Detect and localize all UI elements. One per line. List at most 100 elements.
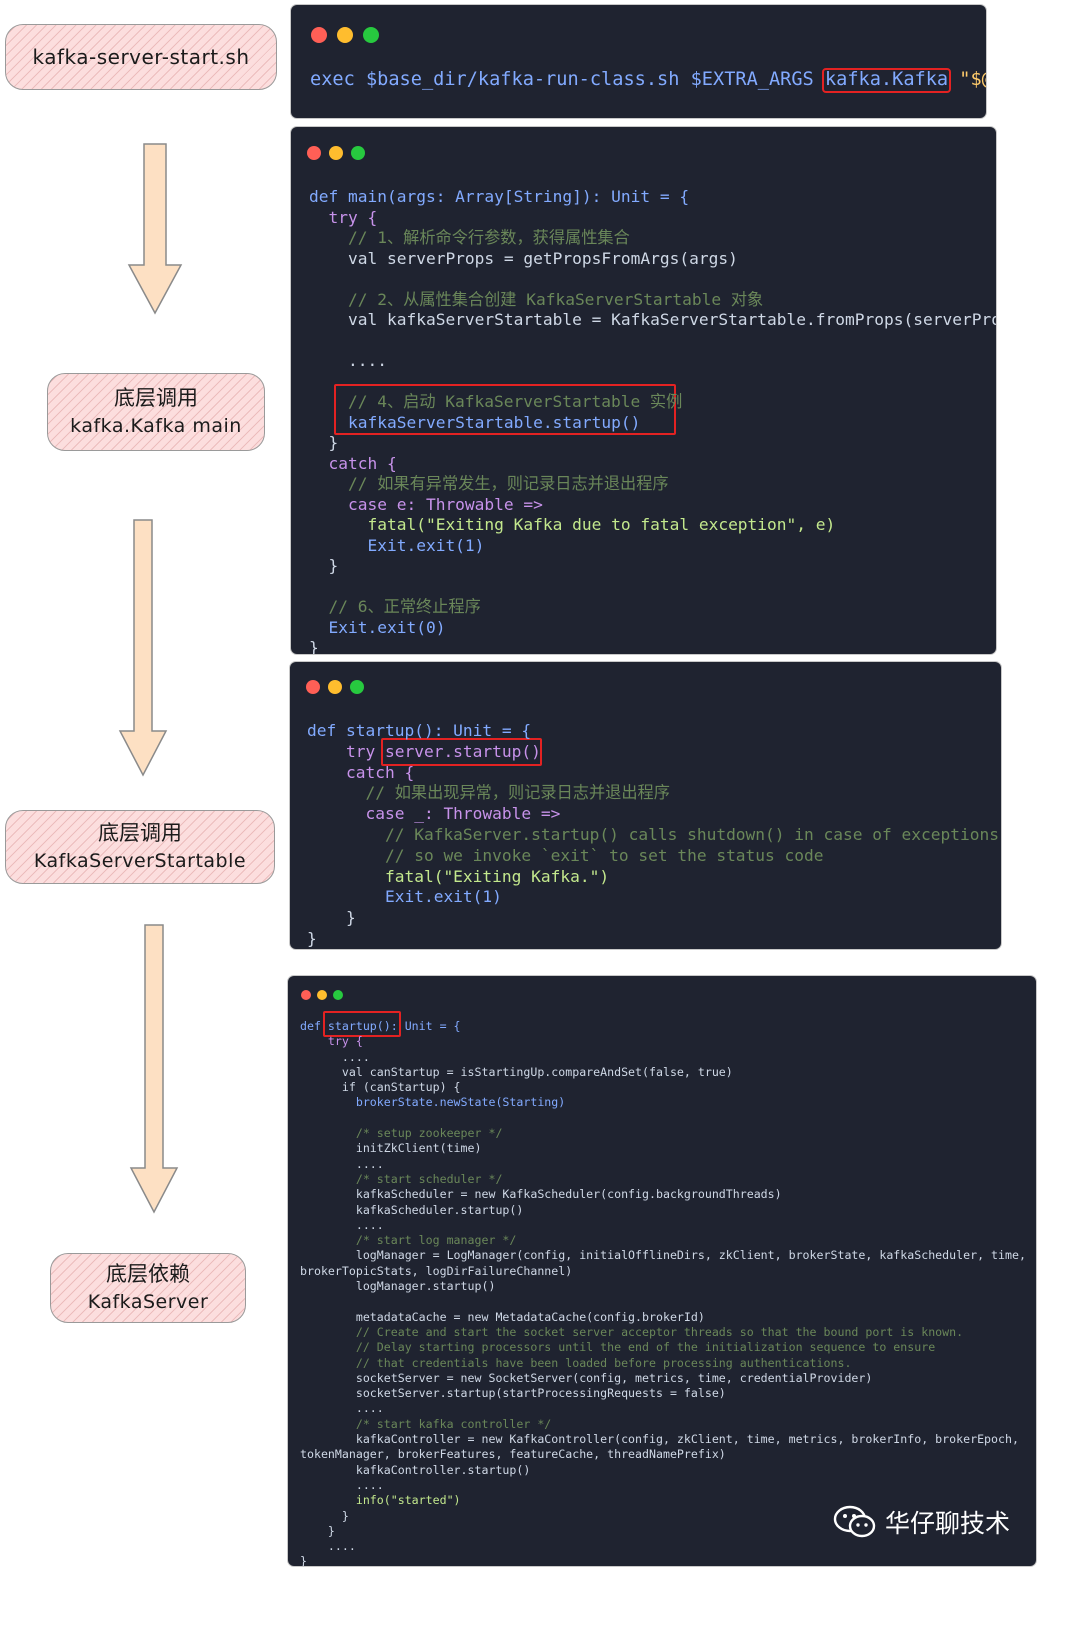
- flow-arrow-down-1: [127, 143, 183, 315]
- code-line: ....: [300, 1539, 356, 1554]
- code-line: }: [307, 928, 317, 948]
- code-line: info("started"): [300, 1493, 461, 1508]
- code-panel-kafka-server: def startup(): Unit = { try { .... val c…: [288, 976, 1036, 1566]
- code-line: [309, 372, 996, 393]
- flow-label-text: kafka-server-start.sh: [32, 44, 250, 69]
- flow-label-text: KafkaServer: [87, 1291, 209, 1314]
- code-line: }: [300, 1508, 349, 1523]
- minimize-dot-icon: [328, 680, 342, 694]
- code-line: def main(args: Array[String]): Unit = {: [309, 187, 690, 206]
- code-comment: // 1、解析命令行参数，获得属性集合: [309, 228, 630, 247]
- code-panel-server-startable: def startup(): Unit = { try server.start…: [290, 662, 1001, 949]
- code-line: try {: [309, 207, 378, 227]
- code-comment: // 2、从属性集合创建 KafkaServerStartable 对象: [309, 289, 764, 309]
- code-line: ....: [300, 1049, 370, 1064]
- code-highlight-startup-call: [334, 384, 676, 435]
- code-line: }: [309, 556, 339, 575]
- code-line: [309, 331, 996, 352]
- code-comment: // 如果出现异常，则记录日志并退出程序: [307, 783, 670, 803]
- minimize-dot-icon: [329, 146, 343, 160]
- code-comment: /* setup zookeeper */: [300, 1126, 503, 1141]
- window-controls: [307, 146, 365, 160]
- code-line: catch {: [307, 762, 415, 782]
- code-line: if (canStartup) {: [300, 1080, 461, 1095]
- close-dot-icon: [306, 680, 320, 694]
- flow-label-kafka-server-startable: 底层调用 KafkaServerStartable: [5, 810, 275, 884]
- close-dot-icon: [311, 27, 327, 43]
- flow-arrow-down-2: [118, 519, 168, 777]
- code-line: brokerTopicStats, logDirFailureChannel): [300, 1263, 573, 1278]
- code-line: Exit.exit(1): [307, 887, 502, 907]
- code-line: logManager.startup(): [300, 1279, 496, 1294]
- window-controls: [311, 27, 379, 43]
- code-panel-kafka-main: def main(args: Array[String]): Unit = { …: [291, 127, 996, 654]
- code-line: [300, 1294, 1026, 1309]
- flow-label-text: 底层依赖: [106, 1262, 190, 1286]
- code-line: }: [307, 908, 356, 928]
- code-line: [309, 269, 996, 290]
- code-line: try server.startup(): [307, 741, 541, 761]
- code-line: kafkaScheduler = new KafkaScheduler(conf…: [300, 1187, 782, 1202]
- code-line: [309, 577, 996, 598]
- code-line: Exit.exit(0): [309, 617, 446, 637]
- code-line: initZkClient(time): [300, 1141, 482, 1156]
- code-line: fatal("Exiting Kafka."): [307, 866, 610, 886]
- code-comment: // KafkaServer.startup() calls shutdown(…: [307, 824, 1001, 844]
- code-block: def startup(): Unit = { try { .... val c…: [300, 1019, 1026, 1566]
- code-line: brokerState.newState(Starting): [300, 1095, 566, 1110]
- maximize-dot-icon: [351, 146, 365, 160]
- minimize-dot-icon: [317, 990, 327, 1000]
- code-line: val kafkaServerStartable = KafkaServerSt…: [309, 310, 996, 329]
- code-highlight-kafka-class: kafka.Kafka: [821, 68, 952, 93]
- maximize-dot-icon: [333, 990, 343, 1000]
- minimize-dot-icon: [337, 27, 353, 43]
- code-highlight-server-startup: [381, 738, 542, 766]
- code-line: val serverProps = getPropsFromArgs(args): [309, 248, 738, 268]
- code-line: fatal("Exiting Kafka due to fatal except…: [309, 515, 836, 534]
- code-line: socketServer.startup(startProcessingRequ…: [300, 1386, 726, 1401]
- code-comment: // Delay starting processors until the e…: [300, 1340, 936, 1355]
- code-comment: // 6、正常终止程序: [309, 597, 481, 616]
- window-controls: [306, 680, 364, 694]
- code-line: tokenManager, brokerFeatures, featureCac…: [300, 1447, 726, 1462]
- code-line: metadataCache = new MetadataCache(config…: [300, 1309, 705, 1324]
- code-text: "$@': [959, 69, 986, 90]
- code-line: def startup(): Unit = {: [300, 1019, 461, 1033]
- code-comment: /* start log manager */: [300, 1233, 517, 1248]
- code-line: }: [300, 1523, 335, 1538]
- code-line: kafkaScheduler.startup(): [300, 1202, 524, 1217]
- flow-label-text: kafka.Kafka main: [70, 415, 242, 438]
- flow-label-text: 底层调用: [114, 386, 198, 410]
- code-line: ....: [300, 1477, 384, 1492]
- code-text: exec $base_dir/kafka-run-class.sh $EXTRA…: [310, 69, 825, 90]
- code-line: def startup(): Unit = {: [307, 721, 532, 740]
- code-line: kafkaController.startup(): [300, 1462, 531, 1477]
- watermark-text: 华仔聊技术: [885, 1509, 1011, 1538]
- code-block: exec $base_dir/kafka-run-class.sh $EXTRA…: [310, 68, 986, 93]
- maximize-dot-icon: [363, 27, 379, 43]
- close-dot-icon: [307, 146, 321, 160]
- code-line: case _: Throwable =>: [307, 804, 561, 824]
- wechat-icon: [833, 1505, 876, 1538]
- code-line: [300, 1111, 1026, 1126]
- code-comment: // Create and start the socket server ac…: [300, 1324, 964, 1339]
- flow-label-kafka-server: 底层依赖 KafkaServer: [50, 1253, 246, 1323]
- code-panel-start-script: exec $base_dir/kafka-run-class.sh $EXTRA…: [291, 5, 986, 118]
- code-line: }: [309, 638, 319, 654]
- code-comment: /* start scheduler */: [300, 1171, 503, 1186]
- code-comment: // so we invoke `exit` to set the status…: [307, 845, 824, 865]
- flow-arrow-down-3: [129, 924, 179, 1214]
- code-comment: // that credentials have been loaded bef…: [300, 1355, 852, 1370]
- code-line: socketServer = new SocketServer(config, …: [300, 1370, 873, 1385]
- watermark: 华仔聊技术: [833, 1504, 1010, 1540]
- code-line: catch {: [309, 453, 397, 473]
- code-line: logManager = LogManager(config, initialO…: [300, 1248, 1026, 1263]
- code-line: ....: [300, 1401, 384, 1416]
- code-block: def startup(): Unit = { try server.start…: [307, 721, 1001, 949]
- code-line: try {: [300, 1034, 363, 1049]
- code-comment: /* start kafka controller */: [300, 1416, 552, 1431]
- code-line: ....: [300, 1217, 384, 1232]
- code-highlight-kafka-server-startup: [323, 1011, 401, 1037]
- code-comment: // 如果有异常发生，则记录日志并退出程序: [309, 474, 669, 493]
- code-line: ....: [309, 351, 387, 370]
